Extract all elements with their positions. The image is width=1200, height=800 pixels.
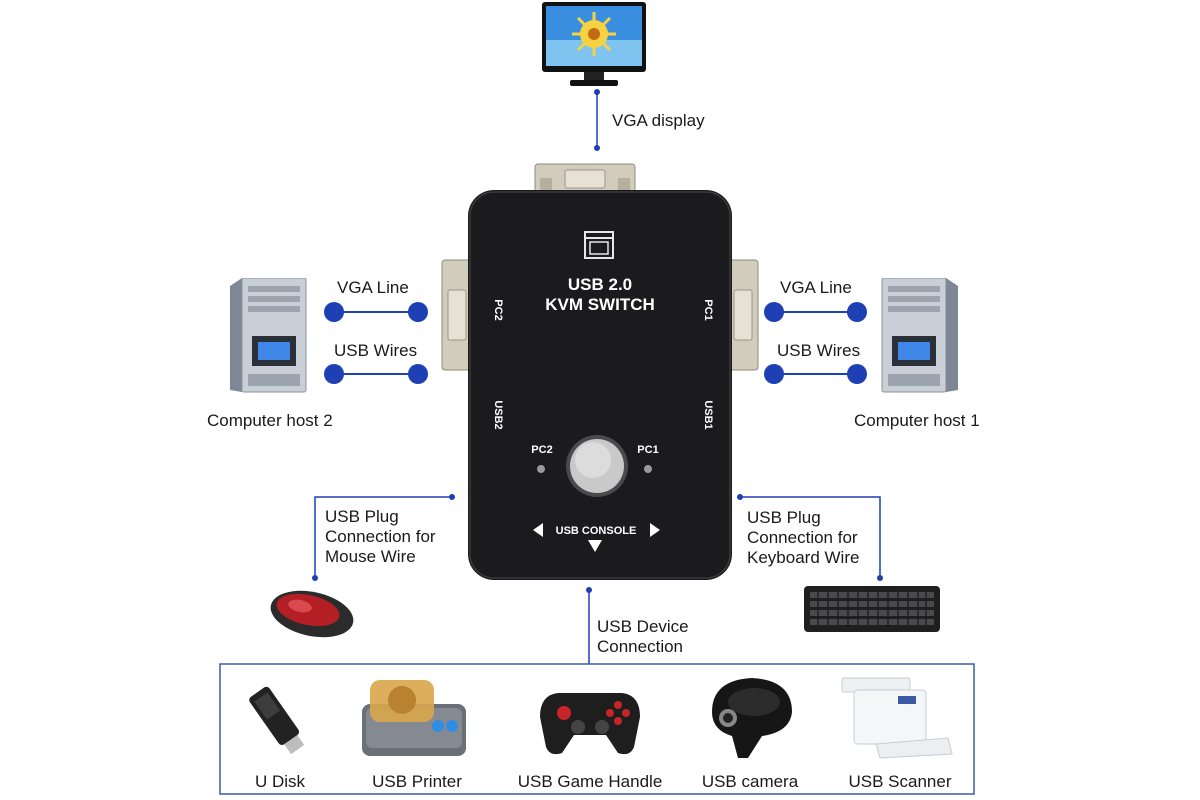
usb-printer-icon xyxy=(362,680,466,756)
usb-scanner-icon xyxy=(841,677,953,759)
keyboard-link-dot-b xyxy=(877,575,883,581)
computer-host-2-icon xyxy=(230,278,307,393)
left-vga-dot-b xyxy=(408,302,428,322)
left-usb-wires-label: USB Wires xyxy=(334,341,418,360)
device-label-usb-camera: USB camera xyxy=(701,772,799,791)
usb-device-connection-line-1: USB Device xyxy=(597,617,689,636)
right-vga-line-label: VGA Line xyxy=(780,278,852,297)
left-vga-dot-a xyxy=(324,302,344,322)
monitor-icon xyxy=(542,2,646,86)
led-pc1-label: PC1 xyxy=(637,444,658,456)
mouse-icon xyxy=(270,590,354,638)
right-vga-dot-b xyxy=(847,302,867,322)
u-disk-icon xyxy=(249,686,305,755)
mouse-connection-line-2: Connection for xyxy=(325,527,436,546)
keyboard-connection-line-2: Connection for xyxy=(747,528,858,547)
display-link-dot-top xyxy=(594,89,600,95)
device-title-line2: KVM SWITCH xyxy=(545,295,655,314)
keyboard-link-dot-a xyxy=(737,494,743,500)
port-usb1-label: USB1 xyxy=(702,400,714,429)
right-usb-dot-b xyxy=(847,364,867,384)
usb-device-link-dot xyxy=(586,587,592,593)
device-label-u-disk: U Disk xyxy=(254,772,306,791)
keyboard-connection-line-3: Keyboard Wire xyxy=(747,548,860,567)
computer-host-2-label: Computer host 2 xyxy=(207,411,333,430)
keyboard-link-line xyxy=(740,496,881,578)
led-pc2-label: PC2 xyxy=(531,444,552,456)
usb-device-connection-line-2: Connection xyxy=(597,637,684,656)
port-pc1-label: PC1 xyxy=(702,299,714,320)
port-usb2-label: USB2 xyxy=(492,400,504,429)
port-pc2-label: PC2 xyxy=(492,299,504,320)
mouse-connection-label: USB Plug Connection for Mouse Wire xyxy=(325,507,436,567)
computer-host-1-label: Computer host 1 xyxy=(854,411,980,430)
right-usb-dot-a xyxy=(764,364,784,384)
keyboard-icon xyxy=(804,586,940,632)
device-label-usb-scanner: USB Scanner xyxy=(848,772,952,791)
kvm-switch-device: USB 2.0 KVM SWITCH PC2 PC1 USB2 USB1 PC2… xyxy=(441,163,759,580)
game-controller-icon xyxy=(540,693,640,755)
left-vga-line-label: VGA Line xyxy=(337,278,409,297)
display-link-dot-bottom xyxy=(594,145,600,151)
mouse-link-dot-b xyxy=(312,575,318,581)
device-label-usb-printer: USB Printer xyxy=(372,772,462,791)
usb-camera-icon xyxy=(712,678,792,758)
device-title-line1: USB 2.0 xyxy=(568,275,632,294)
computer-host-1-icon xyxy=(881,278,958,393)
console-label: USB CONSOLE xyxy=(556,525,637,537)
right-vga-dot-a xyxy=(764,302,784,322)
mouse-connection-line-1: USB Plug xyxy=(325,507,399,526)
vga-display-label: VGA display xyxy=(612,111,705,130)
usb-device-connection-label: USB Device Connection xyxy=(597,617,689,657)
left-usb-dot-a xyxy=(324,364,344,384)
keyboard-connection-line-1: USB Plug xyxy=(747,508,821,527)
mouse-link-dot-a xyxy=(449,494,455,500)
right-usb-wires-label: USB Wires xyxy=(777,341,861,360)
left-usb-dot-b xyxy=(408,364,428,384)
mouse-connection-line-3: Mouse Wire xyxy=(325,547,416,566)
devices-frame xyxy=(219,663,975,795)
keyboard-connection-label: USB Plug Connection for Keyboard Wire xyxy=(747,508,859,568)
device-label-usb-game-handle: USB Game Handle xyxy=(517,772,663,791)
mouse-link-line xyxy=(314,496,452,578)
